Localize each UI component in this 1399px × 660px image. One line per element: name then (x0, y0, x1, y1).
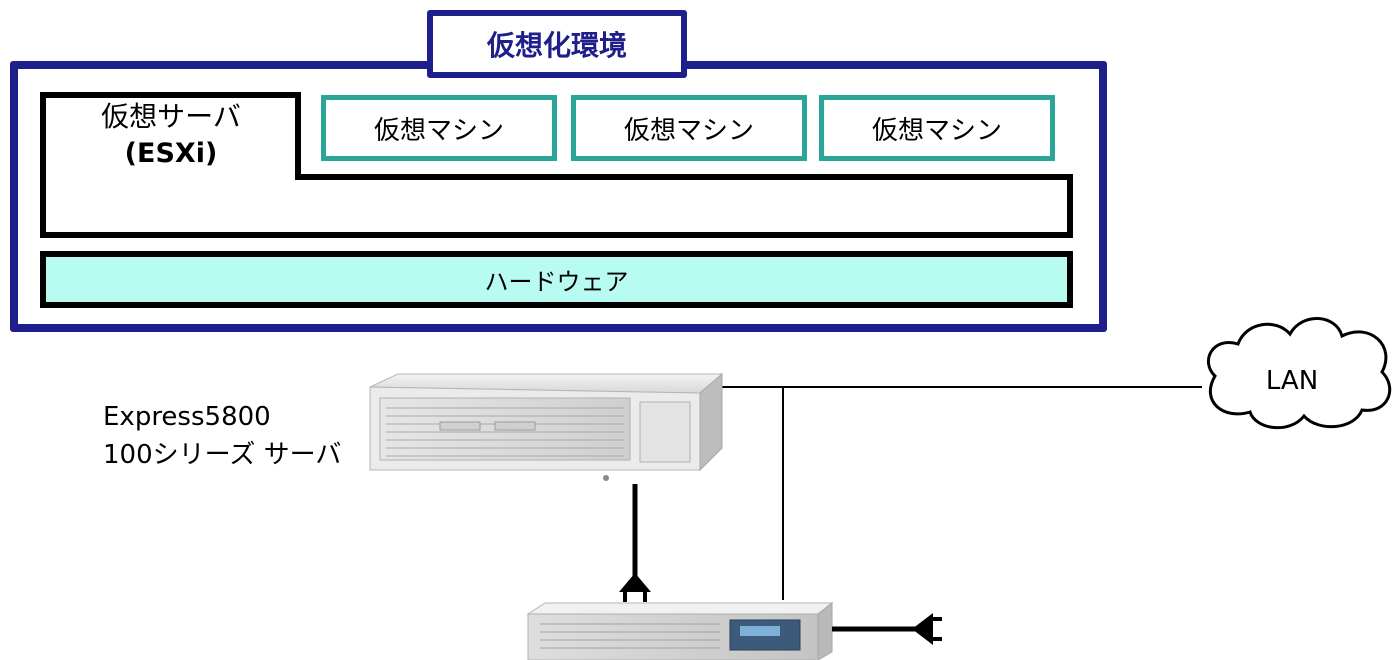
hypervisor-type: (ESXi) (124, 138, 218, 169)
hypervisor-layer (40, 92, 1073, 238)
power-plug-outlet (912, 613, 933, 645)
hardware-layer: ハードウェア (40, 251, 1073, 308)
lan-label: LAN (1265, 366, 1319, 396)
ups-image (526, 601, 834, 660)
hypervisor-name: 仮想サーバ (101, 100, 241, 133)
lan-cloud-icon (1207, 317, 1392, 430)
virtual-machine-3: 仮想マシン (819, 95, 1055, 161)
virtualization-environment-title: 仮想化環境 (427, 10, 687, 78)
virtual-machine-2: 仮想マシン (571, 95, 807, 161)
server-label: Express5800 100シリーズ サーバ (103, 398, 341, 474)
virtual-machine-1: 仮想マシン (321, 95, 557, 161)
server-image (369, 372, 724, 481)
hypervisor-label: 仮想サーバ (ESXi) (48, 98, 294, 172)
power-plug-server (619, 573, 651, 592)
server-series: 100シリーズ サーバ (103, 440, 342, 470)
server-model: Express5800 (103, 402, 271, 432)
